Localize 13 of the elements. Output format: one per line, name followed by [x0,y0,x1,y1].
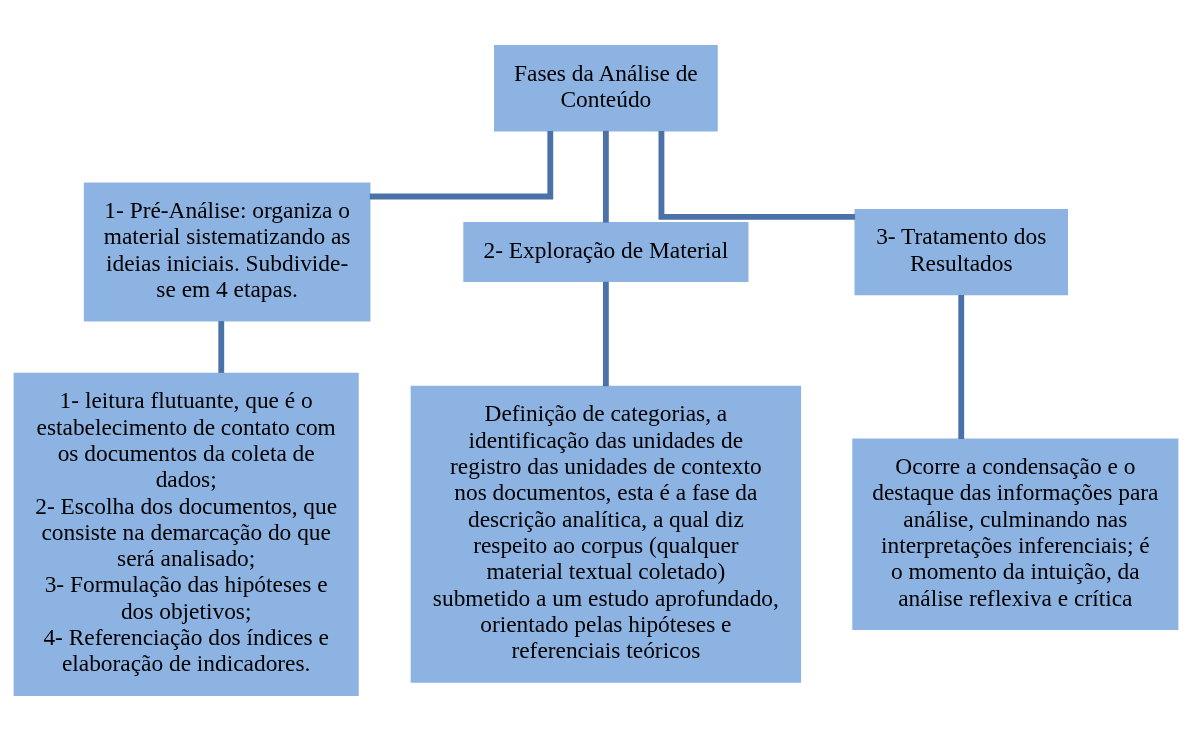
connector [369,130,554,199]
connector [958,294,965,439]
node-box: Fases da Análise de Conteúdo [494,44,718,131]
connector [218,320,225,373]
node-box: 3- Tratamento dos Resultados [854,208,1068,295]
node-box: Ocorre a condensação e o destaque das informações para análise, culminando nas interpretações inferenciais; é o momento da intuição, da análise reflexiva e crítica [852,438,1179,630]
node-box: 1- leitura flutuante, que é o estabelecimento de contato com os documentos da coleta de dados; 2- Escolha dos documentos, que consiste na demarcação do que será analisado; 3- Formulação das hipóteses e dos objetivos; 4- Referenciação dos índices e elaboração de indicadores. [13,372,359,696]
node-box: Definição de categorias, a identificação das unidades de registro das unidades de contexto nos documentos, esta é a fase da descrição analítica, a qual diz respeito ao corpus (qualquer material textual coletado) submetido a um estudo aprofundado, orientado pelas hipóteses e referenciais teóricos [410,385,802,683]
node-box: 1- Pré-Análise: organiza o material sistematizando as ideias iniciais. Subdivide-se em 4 etapas. [83,182,371,321]
connector [602,281,609,386]
node-box: 2- Exploração de Material [463,221,749,282]
connector [602,130,609,223]
connector [658,130,856,220]
